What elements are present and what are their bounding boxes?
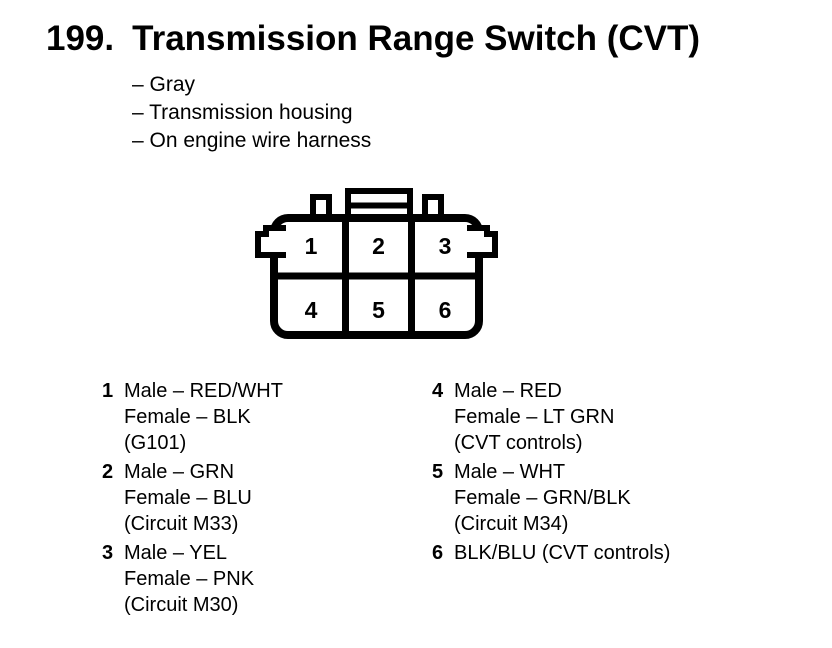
connector-diagram: 1 2 3 4 5 6 (250, 183, 502, 345)
legend-pin-number: 5 (432, 461, 444, 483)
legend-line: (Circuit M30) (124, 594, 239, 616)
legend-line: BLK/BLU (CVT controls) (454, 542, 671, 564)
legend-line: Female – BLK (124, 406, 251, 428)
legend-line: Female – BLU (124, 487, 252, 509)
attribute-harness: – On engine wire harness (132, 129, 372, 152)
legend-pin-number: 1 (102, 380, 114, 402)
attribute-list: – Gray – Transmission housing – On engin… (132, 71, 371, 155)
legend-pin-number: 3 (102, 542, 114, 564)
connector-pin-3: 3 (439, 233, 452, 259)
legend-line: (Circuit M34) (454, 513, 569, 535)
legend-item-pin-1: 1 Male – RED/WHT Female – BLK (G101) (102, 378, 283, 456)
attribute-color: – Gray (132, 73, 196, 96)
legend-line: Male – GRN (124, 461, 235, 483)
legend-right-column: 4 Male – RED Female – LT GRN (CVT contro… (432, 378, 670, 569)
title-text: Transmission Range Switch (CVT) (132, 19, 701, 58)
legend-line: (Circuit M33) (124, 513, 239, 535)
connector-pin-4: 4 (305, 297, 318, 323)
legend-line: Female – GRN/BLK (454, 487, 631, 509)
legend-item-pin-2: 2 Male – GRN Female – BLU (Circuit M33) (102, 459, 283, 537)
legend-line: (CVT controls) (454, 432, 583, 454)
legend-line: Female – LT GRN (454, 406, 615, 428)
legend-line: (G101) (124, 432, 187, 454)
page-title: 199. Transmission Range Switch (CVT) (46, 20, 700, 58)
legend-pin-number: 2 (102, 461, 114, 483)
legend-pin-number: 4 (432, 380, 444, 402)
legend-left-column: 1 Male – RED/WHT Female – BLK (G101) 2 M… (102, 378, 283, 621)
connector-pin-1: 1 (305, 233, 318, 259)
connector-pin-5: 5 (372, 297, 385, 323)
legend-item-pin-3: 3 Male – YEL Female – PNK (Circuit M30) (102, 540, 283, 618)
connector-pin-6: 6 (439, 297, 452, 323)
legend-pin-number: 6 (432, 542, 444, 564)
legend-line: Male – RED (454, 380, 562, 402)
legend-line: Male – WHT (454, 461, 566, 483)
legend-item-pin-6: 6 BLK/BLU (CVT controls) (432, 540, 670, 566)
legend-item-pin-5: 5 Male – WHT Female – GRN/BLK (Circuit M… (432, 459, 670, 537)
connector-ear-left (255, 225, 286, 258)
connector-ear-right (467, 225, 498, 258)
item-number: 199. (46, 19, 115, 58)
legend-line: Male – RED/WHT (124, 380, 283, 402)
legend-line: Male – YEL (124, 542, 228, 564)
legend-line: Female – PNK (124, 568, 255, 590)
connector-pin-2: 2 (372, 233, 385, 259)
attribute-location: – Transmission housing (132, 101, 353, 124)
legend-item-pin-4: 4 Male – RED Female – LT GRN (CVT contro… (432, 378, 670, 456)
connector-outline-svg: 1 2 3 4 5 6 (255, 188, 498, 339)
